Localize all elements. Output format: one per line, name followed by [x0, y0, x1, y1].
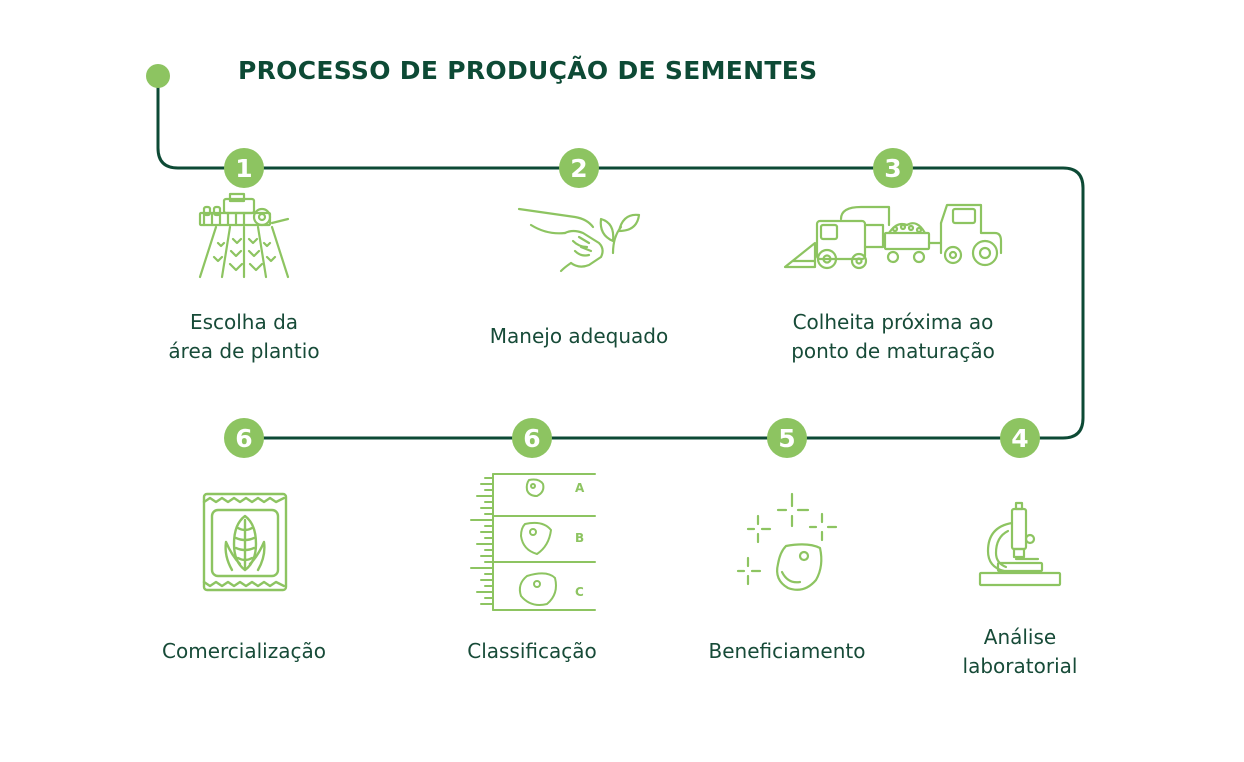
step-1-label-line-2: área de plantio — [168, 339, 320, 363]
microscope-icon — [978, 501, 1062, 589]
step-1-label-line-1: Escolha da — [189, 310, 299, 334]
step-1-label: Escolha da área de plantio — [99, 308, 389, 366]
step-2-label: Manejo adequado — [434, 322, 724, 351]
step-3-label-line-1: Colheita próxima ao — [792, 310, 994, 334]
step-6-comercializacao-badge: 6 — [224, 418, 264, 458]
step-5-badge: 5 — [767, 418, 807, 458]
step-5-label-line-1: Beneficiamento — [708, 639, 866, 663]
page-title: PROCESSO DE PRODUÇÃO DE SEMENTES — [238, 56, 818, 85]
step-1-badge: 1 — [224, 148, 264, 188]
step-3-label-line-2: ponto de maturação — [791, 339, 995, 363]
grade-b-label: B — [575, 531, 585, 545]
grade-a-label: A — [575, 481, 585, 495]
step-3-badge: 3 — [873, 148, 913, 188]
step-5-label: Beneficiamento — [642, 637, 932, 666]
step-4-label-line-2: laboratorial — [962, 654, 1078, 678]
start-dot — [146, 64, 170, 88]
step-4-label: Análise laboratorial — [875, 623, 1165, 681]
step-4-label-line-1: Análise — [983, 625, 1057, 649]
step-3-label: Colheita próxima ao ponto de maturação — [748, 308, 1038, 366]
step-6-classificacao-label-line-1: Classificação — [467, 639, 597, 663]
step-6-classificacao-badge: 6 — [512, 418, 552, 458]
hand-sprout-icon — [517, 203, 642, 275]
step-6-comercializacao-label-line-1: Comercialização — [162, 639, 326, 663]
tractor-field-icon — [194, 192, 294, 279]
sparkling-seed-icon — [736, 490, 840, 594]
step-2-label-line-1: Manejo adequado — [489, 324, 669, 348]
step-4-badge: 4 — [1000, 418, 1040, 458]
seed-classification-icon: A B C — [470, 472, 596, 614]
step-6-classificacao-label: Classificação — [387, 637, 677, 666]
grade-c-label: C — [575, 585, 584, 599]
seed-bag-icon — [202, 492, 288, 592]
harvester-icon — [781, 203, 1005, 271]
step-6-comercializacao-label: Comercialização — [99, 637, 389, 666]
step-2-badge: 2 — [559, 148, 599, 188]
